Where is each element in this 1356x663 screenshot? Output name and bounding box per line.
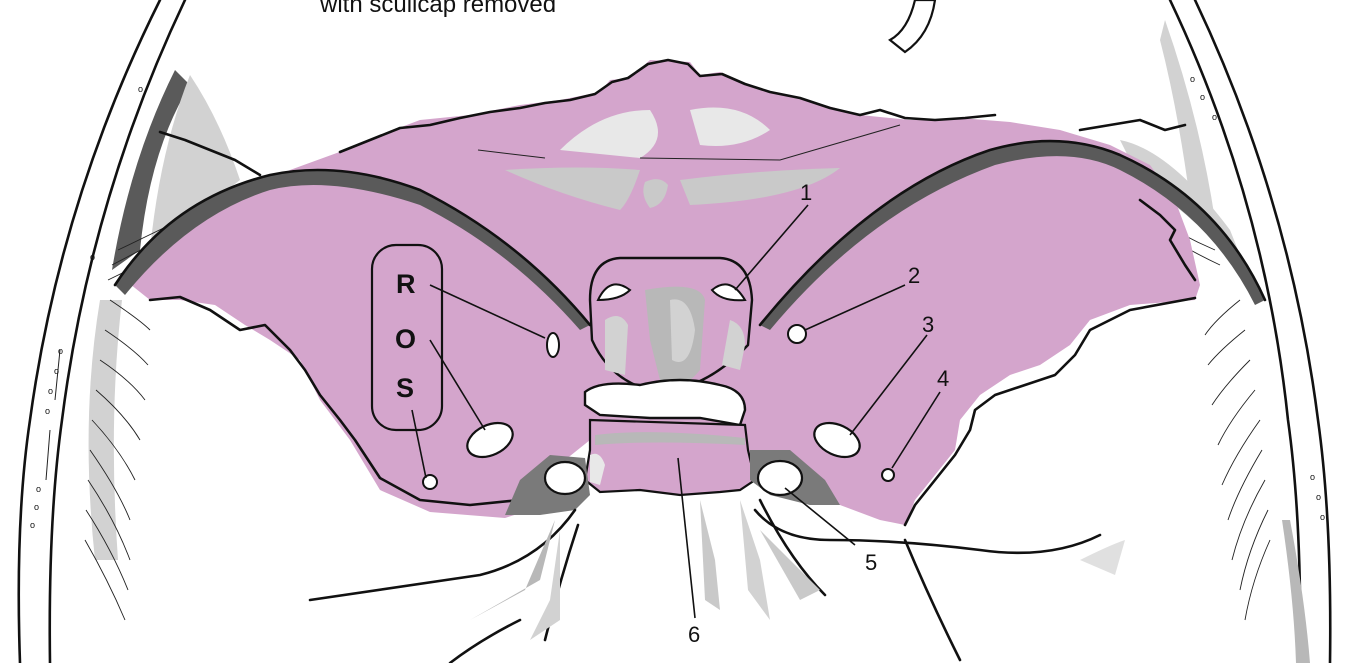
svg-text:o: o [34, 502, 39, 512]
svg-text:o: o [1316, 492, 1321, 502]
svg-text:o: o [30, 520, 35, 530]
mnemonic-letter-o: O [395, 324, 416, 354]
label-2: 2 [908, 263, 920, 288]
posterior-fossa [310, 500, 1125, 663]
svg-text:o: o [54, 366, 59, 376]
label-4: 4 [937, 366, 949, 391]
label-6: 6 [688, 622, 700, 647]
label-3: 3 [922, 312, 934, 337]
foramen-spinosum-right [882, 469, 894, 481]
svg-text:o: o [1310, 472, 1315, 482]
svg-text:o: o [1320, 512, 1325, 522]
right-skull-wall: o o o o o o [1120, 0, 1330, 663]
clivus [585, 420, 755, 495]
scalp-strip [890, 0, 935, 52]
svg-text:o: o [45, 406, 50, 416]
mnemonic-letter-r: R [396, 269, 416, 299]
mnemonic-letter-s: S [396, 373, 414, 403]
svg-text:o: o [1190, 74, 1195, 84]
svg-text:o: o [58, 346, 63, 356]
label-1: 1 [800, 180, 812, 205]
foramen-rotundum-right [788, 325, 806, 343]
label-5: 5 [865, 550, 877, 575]
svg-text:o: o [1212, 112, 1217, 122]
foramen-rotundum-left [547, 333, 559, 357]
svg-text:o: o [138, 84, 143, 94]
svg-text:o: o [36, 484, 41, 494]
svg-text:o: o [1200, 92, 1205, 102]
svg-text:o: o [48, 386, 53, 396]
caption-text: with scullcap removed [319, 0, 556, 18]
left-skull-wall: o o o o o o o o o [19, 0, 240, 663]
svg-text:o: o [90, 252, 95, 262]
